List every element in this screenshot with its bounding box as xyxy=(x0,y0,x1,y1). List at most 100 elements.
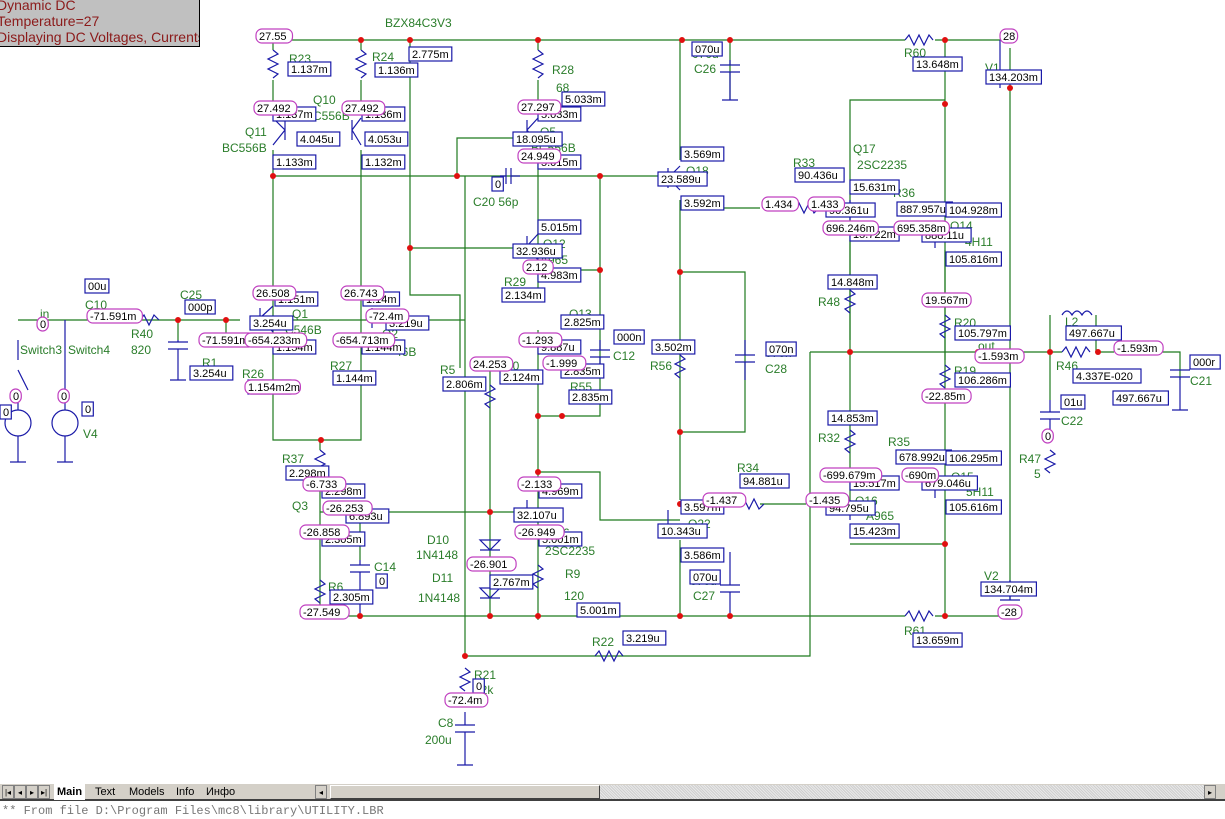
current-readout[interactable]: 105.616m xyxy=(945,499,1003,515)
voltage-readout[interactable]: 26.508 xyxy=(252,285,297,301)
current-readout[interactable]: 497.667u xyxy=(1112,390,1170,406)
current-readout[interactable]: 0 xyxy=(0,404,12,420)
current-readout[interactable]: 2.775m xyxy=(408,46,453,62)
scroll-right-button[interactable]: ▸ xyxy=(1204,785,1216,799)
voltage-readout[interactable]: 695.358m xyxy=(893,220,951,236)
current-readout[interactable]: 15.423m xyxy=(849,523,900,539)
schematic-drawing[interactable]: BZX84C3V3R23R24Q10C556BQ11BC556BR2868Q5B… xyxy=(0,0,1225,780)
current-readout[interactable]: 1.132m xyxy=(361,154,406,170)
current-readout[interactable]: 2.835m xyxy=(568,389,613,405)
current-readout[interactable]: 94.881u xyxy=(739,473,790,489)
voltage-readout[interactable]: -1.435 xyxy=(805,492,850,508)
voltage-readout[interactable]: 1.154m2m xyxy=(244,379,302,395)
scroll-left-button[interactable]: ◂ xyxy=(315,785,327,799)
voltage-readout[interactable]: -27.549 xyxy=(299,604,350,620)
voltage-readout[interactable]: -72.4m xyxy=(444,692,489,708)
current-readout[interactable]: 3.569m xyxy=(680,146,725,162)
horizontal-scrollbar-thumb[interactable] xyxy=(330,785,600,799)
voltage-readout[interactable]: -699.679m xyxy=(819,467,883,483)
voltage-readout[interactable]: 0 xyxy=(57,388,70,404)
voltage-readout[interactable]: -72.4m xyxy=(365,308,410,324)
voltage-readout[interactable]: -26.949 xyxy=(514,524,565,540)
current-readout[interactable]: 4.045u xyxy=(296,131,341,147)
voltage-readout[interactable]: -2.133 xyxy=(517,476,562,492)
current-readout[interactable]: 1.133m xyxy=(272,154,317,170)
current-readout[interactable]: 105.797m xyxy=(954,325,1012,341)
voltage-readout[interactable]: -654.713m xyxy=(332,332,396,348)
schematic-canvas[interactable]: BZX84C3V3R23R24Q10C556BQ11BC556BR2868Q5B… xyxy=(0,0,1225,780)
voltage-readout[interactable]: -26.253 xyxy=(322,500,373,516)
voltage-readout[interactable]: -71.591m xyxy=(86,308,144,324)
voltage-readout[interactable]: 27.492 xyxy=(253,100,298,116)
current-readout[interactable]: 1.136m xyxy=(374,62,419,78)
current-readout[interactable]: 1.144m xyxy=(332,370,377,386)
current-readout[interactable]: 5.033m xyxy=(561,91,606,107)
voltage-readout[interactable]: -690m xyxy=(901,467,940,483)
current-readout[interactable]: 106.295m xyxy=(945,450,1003,466)
voltage-readout[interactable]: -6.733 xyxy=(302,476,347,492)
voltage-readout[interactable]: 19.567m xyxy=(921,292,972,308)
current-readout[interactable]: 134.704m xyxy=(980,581,1038,597)
voltage-readout[interactable]: 24.253 xyxy=(469,356,514,372)
current-readout[interactable]: 3.219u xyxy=(622,630,667,646)
current-readout[interactable]: 14.853m xyxy=(827,410,878,426)
voltage-readout[interactable]: 24.949 xyxy=(517,148,562,164)
current-readout[interactable]: 105.816m xyxy=(945,251,1003,267)
current-readout[interactable]: 1.137m xyxy=(287,61,332,77)
current-readout[interactable]: 14.848m xyxy=(827,274,878,290)
current-readout[interactable]: 10.343u xyxy=(657,523,708,539)
current-readout[interactable]: 887.957u xyxy=(896,201,954,217)
tab-info[interactable]: Info xyxy=(176,786,195,798)
current-readout[interactable]: 23.589u xyxy=(657,171,708,187)
current-readout[interactable]: 13.648m xyxy=(912,56,963,72)
current-readout[interactable]: 01u xyxy=(1060,394,1086,410)
voltage-readout[interactable]: -22.85m xyxy=(921,388,972,404)
current-readout[interactable]: 070u xyxy=(691,41,723,57)
current-readout[interactable]: 4.337E-020 xyxy=(1072,368,1142,384)
current-readout[interactable]: 3.502m xyxy=(651,339,696,355)
voltage-readout[interactable]: -1.593m xyxy=(1113,340,1164,356)
current-readout[interactable]: 106.286m xyxy=(954,372,1012,388)
voltage-readout[interactable]: -1.593m xyxy=(974,348,1025,364)
current-readout[interactable]: 2.305m xyxy=(329,589,374,605)
current-readout[interactable]: 104.928m xyxy=(945,202,1003,218)
current-readout[interactable]: 0 xyxy=(472,678,485,694)
current-readout[interactable]: 3.254u xyxy=(189,365,234,381)
voltage-readout[interactable]: 1.434 xyxy=(761,196,800,212)
voltage-readout[interactable]: -71.591m xyxy=(198,332,256,348)
current-readout[interactable]: 3.586m xyxy=(680,547,725,563)
current-readout[interactable]: 070u xyxy=(689,569,721,585)
tab-main[interactable]: Main xyxy=(54,784,86,800)
current-readout[interactable]: 2.767m xyxy=(489,574,534,590)
current-readout[interactable]: 2.124m xyxy=(499,369,544,385)
current-readout[interactable]: 0 xyxy=(491,176,504,192)
current-readout[interactable]: 070n xyxy=(765,341,797,357)
voltage-readout[interactable]: -1.999 xyxy=(542,355,587,371)
current-readout[interactable]: 497.667u xyxy=(1065,325,1123,341)
tab-text[interactable]: Text xyxy=(95,786,116,798)
voltage-readout[interactable]: 2.12 xyxy=(522,259,554,275)
voltage-readout[interactable]: -28 xyxy=(997,604,1023,620)
voltage-readout[interactable]: -654.233m xyxy=(244,332,308,348)
tab-prev-button[interactable]: ◂ xyxy=(14,785,26,799)
current-readout[interactable]: 00u xyxy=(84,278,110,294)
current-readout[interactable]: 3.592m xyxy=(680,195,725,211)
voltage-readout[interactable]: -26.901 xyxy=(466,556,517,572)
voltage-readout[interactable]: 0 xyxy=(36,316,49,332)
current-readout[interactable]: 000p xyxy=(184,299,216,315)
current-readout[interactable]: 32.936u xyxy=(512,243,563,259)
current-readout[interactable]: 0 xyxy=(81,401,94,417)
current-readout[interactable]: 000n xyxy=(613,329,645,345)
current-readout[interactable]: 134.203m xyxy=(985,69,1043,85)
current-readout[interactable]: 3.254u xyxy=(249,315,294,331)
current-readout[interactable]: 0 xyxy=(375,573,388,589)
voltage-readout[interactable]: 1.433 xyxy=(807,196,846,212)
voltage-readout[interactable]: 696.246m xyxy=(822,220,880,236)
current-readout[interactable]: 18.095u xyxy=(512,131,563,147)
current-readout[interactable]: 2.134m xyxy=(501,287,546,303)
current-readout[interactable]: 13.659m xyxy=(912,632,963,648)
current-readout[interactable]: 5.001m xyxy=(576,602,621,618)
current-readout[interactable]: 4.053u xyxy=(364,131,409,147)
tab-models[interactable]: Models xyxy=(129,786,165,798)
current-readout[interactable]: 32.107u xyxy=(513,507,564,523)
